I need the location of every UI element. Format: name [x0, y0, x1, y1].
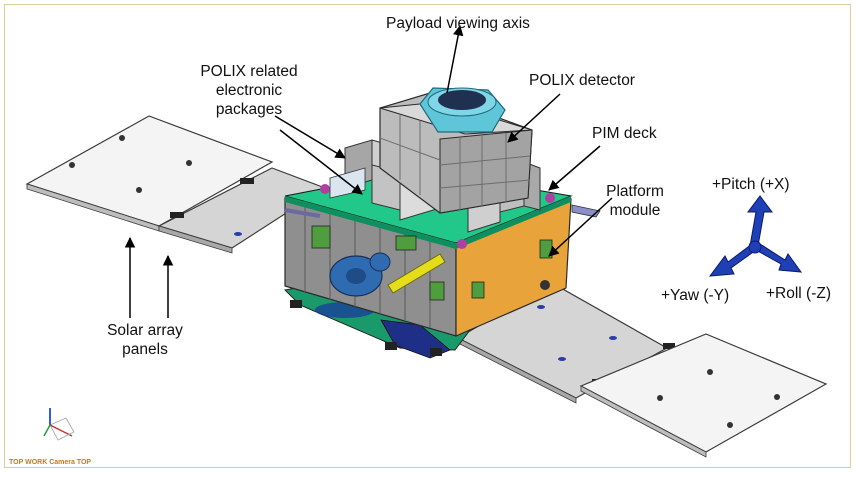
arrow-platform-module	[548, 197, 613, 257]
polix-detector	[379, 87, 533, 214]
label-pim-deck: PIM deck	[592, 125, 657, 142]
axis-triad	[708, 195, 803, 277]
arrow-polix-related-1	[274, 115, 346, 159]
arrow-polix-detector	[507, 93, 561, 143]
pitch-arrow-icon	[747, 195, 773, 247]
label-yaw-axis: +Yaw (-Y)	[661, 287, 730, 304]
label-payload-axis: Payload viewing axis	[386, 15, 530, 32]
cad-view-triad-icon	[43, 408, 75, 441]
label-roll-axis: +Roll (-Z)	[766, 285, 832, 302]
label-polix-detector: POLIX detector	[529, 72, 635, 89]
viewport-frame	[4, 4, 851, 468]
label-solar-panels-text: Solar array panels	[107, 322, 183, 358]
leader-arrows	[124, 24, 613, 318]
arrow-polix-related-2	[279, 129, 363, 195]
arrow-pim-deck	[548, 145, 601, 191]
label-polix-related-text: POLIX related electronic packages	[200, 63, 298, 118]
label-polix-related: POLIX related electronic packages	[181, 62, 317, 119]
yaw-arrow-icon	[708, 243, 757, 277]
solar-panel-left-outer	[25, 115, 274, 232]
solar-panel-right-outer	[579, 333, 828, 458]
viewport-caption: TOP WORK Camera TOP	[9, 459, 92, 466]
label-platform-module: Platform module	[599, 182, 671, 220]
label-solar-panels: Solar array panels	[90, 321, 200, 359]
roll-arrow-icon	[755, 243, 803, 273]
arrow-payload-axis	[446, 24, 464, 94]
label-platform-module-text: Platform module	[606, 183, 664, 219]
label-pitch-axis: +Pitch (+X)	[712, 176, 790, 193]
